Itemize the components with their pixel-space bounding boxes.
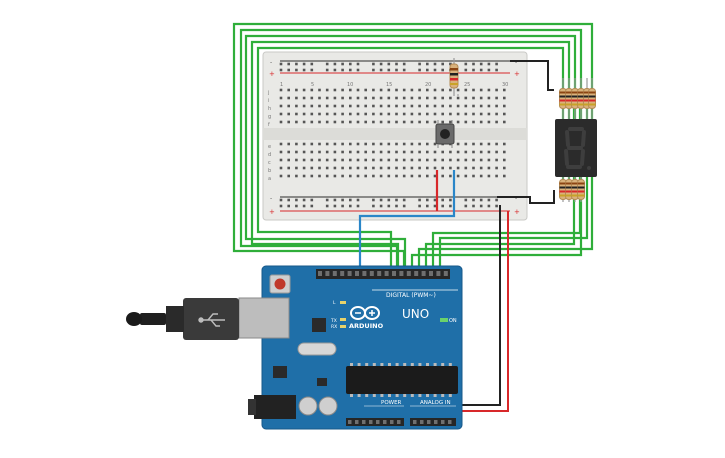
digital-header xyxy=(318,271,448,276)
col-number-1: 1 xyxy=(280,82,283,88)
row-letter-h: h xyxy=(268,106,271,112)
segment-resistor-top-2 xyxy=(565,78,573,119)
digital-label: DIGITAL (PWM~) xyxy=(386,292,436,299)
l-label: L xyxy=(333,300,336,306)
row-letter-b: b xyxy=(268,168,271,174)
col-number-5: 5 xyxy=(311,82,314,88)
reset-button[interactable] xyxy=(274,278,286,290)
col-number-30: 30 xyxy=(502,82,508,88)
rx-label: RX xyxy=(331,324,337,330)
segment-resistor-top-3 xyxy=(571,78,579,119)
segment-resistor-top-1 xyxy=(559,78,567,119)
segment-resistor-top-6 xyxy=(588,78,596,119)
resistor xyxy=(449,58,459,96)
rail-plus-bottom-right: + xyxy=(514,208,520,216)
analog-header xyxy=(410,418,456,426)
display-resistors xyxy=(559,78,596,202)
seven-segment-display xyxy=(555,119,597,177)
rail-minus-top: - xyxy=(270,59,272,66)
row-letter-j: j xyxy=(267,90,269,96)
power-header xyxy=(346,418,404,426)
tx-label: TX xyxy=(330,318,337,324)
row-letter-c: c xyxy=(268,160,271,166)
rail-plus-top: + xyxy=(269,70,275,78)
row-letter-g: g xyxy=(268,114,271,120)
analog-label: ANALOG IN xyxy=(420,400,451,406)
row-letter-d: d xyxy=(268,152,271,158)
board-model: UNO xyxy=(402,307,429,321)
usb-connector xyxy=(126,297,290,340)
blue-signal-wire xyxy=(358,170,456,266)
usb-icon xyxy=(198,313,225,327)
atmega-chip xyxy=(346,366,458,394)
row-letter-i: i xyxy=(268,98,269,104)
on-label: ON xyxy=(449,318,457,324)
power-label: POWER xyxy=(381,400,402,406)
arduino-logo-text: ARDUINO xyxy=(349,322,384,330)
green-wires xyxy=(232,22,594,266)
row-letter-f: f xyxy=(268,122,270,128)
rail-minus-bottom: - xyxy=(270,195,272,202)
breadboard: - + - + - + - + j i h g f e d c b a 1 5 … xyxy=(262,51,528,221)
rail-minus-bottom-right: - xyxy=(515,195,517,202)
col-number-20: 20 xyxy=(425,82,431,88)
segment-resistor-bottom-2 xyxy=(565,177,573,202)
arduino-uno-board: DIGITAL (PWM~) ARDUINO UNO ON TX RX L xyxy=(261,265,463,430)
on-led xyxy=(440,318,448,322)
rail-plus-bottom: + xyxy=(269,208,275,216)
row-letter-a: a xyxy=(268,176,271,182)
pushbutton xyxy=(435,120,455,148)
rail-minus-top-right: - xyxy=(515,59,517,66)
breadboard-holes xyxy=(279,62,506,208)
col-number-15: 15 xyxy=(386,82,392,88)
col-number-10: 10 xyxy=(347,82,353,88)
rail-plus-top-right: + xyxy=(514,70,520,78)
row-letter-e: e xyxy=(268,144,271,150)
arduino-logo-icon xyxy=(350,306,380,320)
col-number-25: 25 xyxy=(464,82,470,88)
segment-resistor-bottom-4 xyxy=(577,177,585,202)
power-jack xyxy=(248,395,296,419)
